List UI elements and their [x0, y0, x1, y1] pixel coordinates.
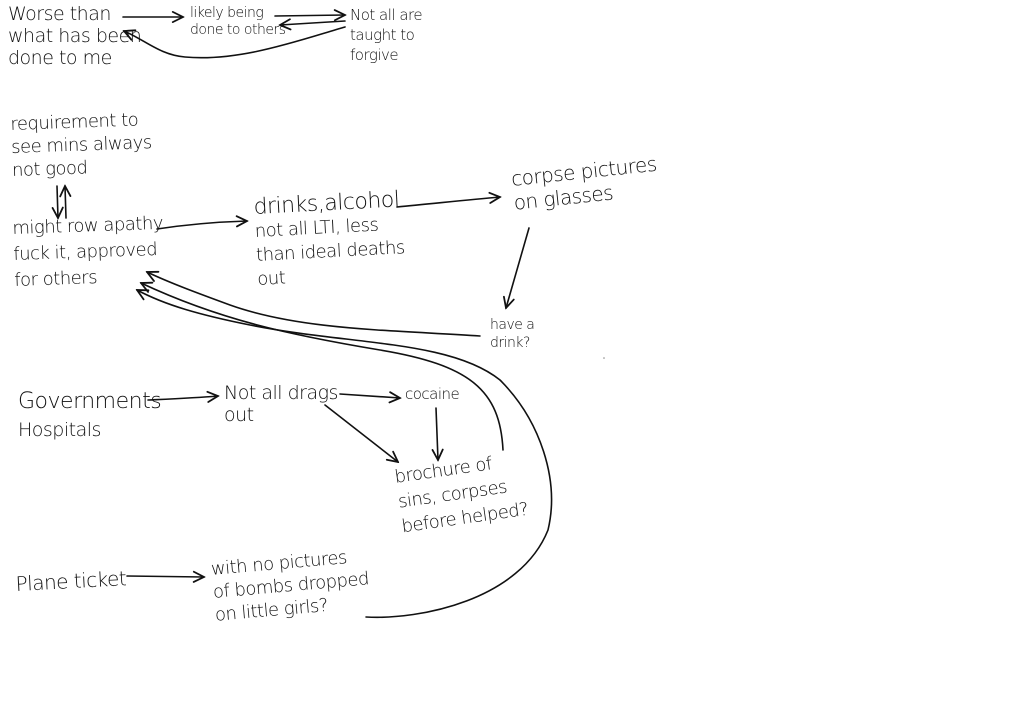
node-line: cocaine [405, 385, 460, 403]
node-governments: Governments Hospitals [18, 388, 162, 444]
node-line: not good [11, 157, 88, 181]
arrow-plane-to-might [137, 290, 553, 619]
node-not-all-taught: Not all are taught to forgive [350, 5, 423, 65]
node-line: out [224, 404, 254, 426]
node-worse-than: Worse than what has been done to me [8, 3, 142, 69]
arrow-brochure-to-might [141, 283, 504, 451]
node-cocaine: cocaine [405, 385, 460, 403]
arrow-corpse-to-drink [506, 227, 530, 308]
node-with-no-pictures: with no pictures of bombs dropped on lit… [210, 544, 372, 626]
arrow-req-up [65, 186, 66, 219]
node-line: fuck it, approved [12, 238, 158, 265]
node-line: see mins always [10, 132, 153, 158]
arrow-req-down [57, 185, 58, 218]
node-requirement: requirement to see mins always not good [10, 108, 153, 182]
node-likely-being: likely being done to others [190, 5, 286, 39]
arrow-gov-to-drags [147, 396, 218, 400]
arrow-notall-to-worse [124, 26, 346, 59]
node-line: for others [13, 267, 98, 291]
speck [603, 357, 605, 359]
arrow-drinks-to-corpse [396, 197, 500, 208]
node-line: done to me [8, 47, 112, 69]
arrow-plane-to-with [126, 576, 204, 577]
node-line: have a [490, 317, 535, 333]
arrow-drags-to-cocaine [339, 394, 400, 398]
arrow-drags-to-brochure [324, 404, 398, 462]
arrow-cocaine-to-brochure [436, 407, 438, 460]
arrow-might-to-drinks [156, 221, 247, 230]
node-might-row: might row apathy fuck it, approved for o… [12, 211, 165, 294]
node-drinks: drinks,alcohol not all LTI, less than id… [253, 187, 407, 292]
node-line: likely being [190, 5, 264, 21]
arrow-likely-to-notall [274, 15, 345, 16]
node-line: done to others [190, 22, 286, 38]
node-line: Not all are [350, 6, 423, 24]
node-line: drink? [490, 335, 530, 351]
node-line: Governments [18, 389, 162, 414]
node-line: Worse than [8, 3, 111, 25]
node-line: forgive [350, 46, 399, 64]
arrow-drink-to-might [147, 272, 481, 337]
arrow-notall-to-likely [280, 21, 346, 25]
node-have-a-drink: have a drink? [490, 316, 535, 352]
node-line: what has been [8, 25, 142, 47]
node-not-all-drags: Not all drags out [224, 382, 338, 426]
node-line: Not all drags [224, 382, 338, 404]
node-line: taught to [350, 26, 415, 44]
node-line: Hospitals [18, 419, 101, 441]
